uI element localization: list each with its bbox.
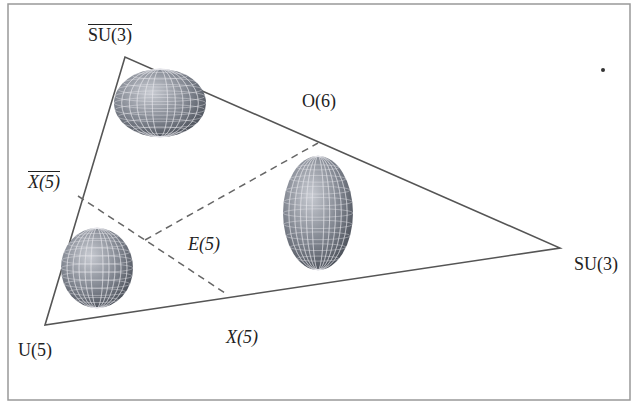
grid-line [295, 156, 342, 270]
grid-line [75, 233, 118, 238]
grid-line [115, 104, 205, 115]
grid-line [145, 69, 176, 137]
triangle-outline [45, 57, 560, 325]
grid-line [283, 209, 353, 217]
grid-line [289, 156, 347, 270]
grid-line [91, 228, 103, 308]
dot [601, 68, 605, 72]
grid-line [286, 186, 350, 194]
spherical-nucleus [61, 228, 133, 308]
grid-line [145, 69, 176, 137]
symmetry-label: SU(3) [572, 255, 620, 275]
grid-line [152, 69, 167, 137]
grid-line [97, 228, 98, 308]
grid-line [75, 297, 118, 302]
grid-line [129, 69, 190, 137]
symmetry-label: U(5) [16, 341, 54, 361]
grid-line [312, 156, 324, 270]
grid-line [73, 228, 121, 308]
grid-line [306, 156, 329, 270]
frame [8, 4, 630, 400]
grid-line [123, 78, 197, 87]
grid-line [318, 156, 319, 270]
grid-line [85, 228, 109, 308]
grid-line [64, 248, 130, 256]
grid-line [122, 69, 199, 137]
grid-line [85, 228, 109, 308]
grid-line [67, 228, 127, 308]
grid-line [67, 228, 127, 308]
symmetry-label: SU(3) [86, 26, 134, 46]
grid-line [73, 228, 121, 308]
grid-line [284, 197, 353, 205]
grid-line [301, 156, 336, 270]
grid-line [284, 220, 353, 228]
grid-line [152, 69, 167, 137]
ellipsoid-body [61, 228, 133, 308]
grid-line [289, 156, 347, 270]
symmetry-label: O(6) [300, 92, 338, 112]
oblate-ellipsoid [114, 69, 206, 137]
grid-line [79, 228, 115, 308]
grid-line [62, 256, 133, 264]
grid-line [114, 97, 206, 108]
ellipsoid-body [283, 156, 353, 270]
grid-line [160, 69, 161, 137]
grid-line [115, 91, 205, 102]
grid-line [64, 280, 130, 288]
grid-line [301, 156, 336, 270]
grid-line [312, 156, 324, 270]
grid-line [129, 69, 190, 137]
symmetry-label: X(5) [224, 328, 260, 348]
symmetry-label: X(5) [26, 173, 62, 193]
grid-line [286, 232, 350, 240]
grid-line [122, 69, 199, 137]
grid-line [91, 228, 103, 308]
grid-line [306, 156, 329, 270]
grid-line [62, 272, 133, 280]
symmetry-label: E(5) [186, 235, 222, 255]
grid-line [123, 119, 197, 128]
grid-line [295, 156, 342, 270]
prolate-ellipsoid [283, 156, 353, 270]
grid-line [137, 69, 183, 137]
grid-line [137, 69, 183, 137]
ellipsoid-body [114, 69, 206, 137]
grid-line [79, 228, 115, 308]
grid-line [61, 264, 133, 273]
